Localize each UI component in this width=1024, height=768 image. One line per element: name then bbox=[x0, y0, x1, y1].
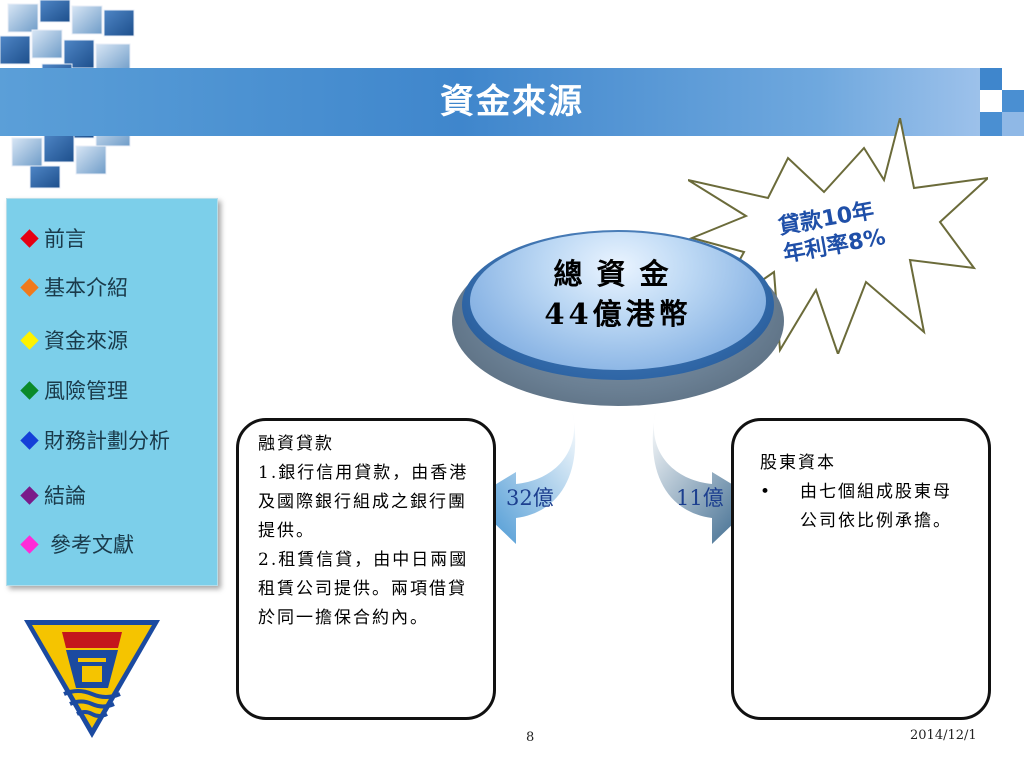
university-logo bbox=[24, 620, 160, 738]
equity-heading: 股東資本 bbox=[760, 453, 836, 473]
right-arrow-label: 11億 bbox=[676, 486, 724, 510]
loan-heading: 融資貸款 bbox=[258, 434, 334, 454]
slide-date: 2014/12/1 bbox=[910, 728, 977, 743]
diamond-icon bbox=[20, 534, 39, 554]
equity-bullet-text: 由七個組成股東母公司依比例承擔。 bbox=[800, 482, 952, 531]
checker-decoration bbox=[980, 68, 1024, 136]
total-capital-amount: 44億港幣 bbox=[544, 297, 692, 331]
nav-menu: 前言 基本介紹 資金來源 風險管理 財務計劃分析 結論 參考文獻 bbox=[6, 198, 218, 586]
diamond-icon bbox=[20, 485, 39, 505]
diamond-icon bbox=[20, 330, 39, 350]
loan-line-1: 1.銀行信用貸款，由香港及國際銀行組成之銀行團提供。 bbox=[258, 463, 469, 541]
slide-title: 資金來源 bbox=[440, 82, 584, 122]
menu-item-risk[interactable]: 風險管理 bbox=[19, 375, 128, 405]
left-arrow-label: 32億 bbox=[506, 486, 554, 510]
equity-bullet-item: • 由七個組成股東母公司依比例承擔。 bbox=[760, 478, 970, 536]
menu-item-label: 參考文獻 bbox=[50, 533, 134, 557]
menu-item-label: 前言 bbox=[44, 227, 86, 251]
bullet-icon: • bbox=[760, 482, 773, 502]
menu-item-finance[interactable]: 財務計劃分析 bbox=[19, 425, 170, 455]
menu-item-references[interactable]: 參考文獻 bbox=[19, 529, 134, 559]
menu-item-label: 資金來源 bbox=[44, 329, 128, 353]
menu-item-basic[interactable]: 基本介紹 bbox=[19, 272, 128, 302]
diamond-icon bbox=[20, 430, 39, 450]
diamond-icon bbox=[20, 380, 39, 400]
menu-item-label: 結論 bbox=[44, 484, 86, 508]
menu-item-intro[interactable]: 前言 bbox=[19, 223, 86, 253]
flow-arrows bbox=[470, 410, 758, 544]
menu-item-label: 風險管理 bbox=[44, 379, 128, 403]
menu-item-label: 財務計劃分析 bbox=[44, 429, 170, 453]
total-capital-oval bbox=[470, 232, 766, 370]
loan-box bbox=[236, 418, 496, 720]
equity-box bbox=[731, 418, 991, 720]
menu-item-funding[interactable]: 資金來源 bbox=[19, 325, 128, 355]
left-arrow bbox=[470, 410, 576, 544]
menu-item-conclusion[interactable]: 結論 bbox=[19, 480, 86, 510]
diamond-icon bbox=[20, 228, 39, 248]
total-capital-label: 總資金 bbox=[553, 257, 683, 291]
title-banner bbox=[0, 68, 1024, 136]
menu-item-label: 基本介紹 bbox=[44, 276, 128, 300]
loan-line-2: 2.租賃信貸，由中日兩國租賃公司提供。兩項借貸於同一擔保合約內。 bbox=[258, 550, 469, 628]
loan-box-text: 融資貸款 1.銀行信用貸款，由香港及國際銀行組成之銀行團提供。 2.租賃信貸，由… bbox=[258, 430, 474, 633]
page-number: 8 bbox=[526, 730, 535, 745]
total-capital-text: 總資金 44億港幣 bbox=[490, 254, 746, 334]
diamond-icon bbox=[20, 277, 39, 297]
equity-box-text: 股東資本 • 由七個組成股東母公司依比例承擔。 bbox=[760, 449, 970, 536]
